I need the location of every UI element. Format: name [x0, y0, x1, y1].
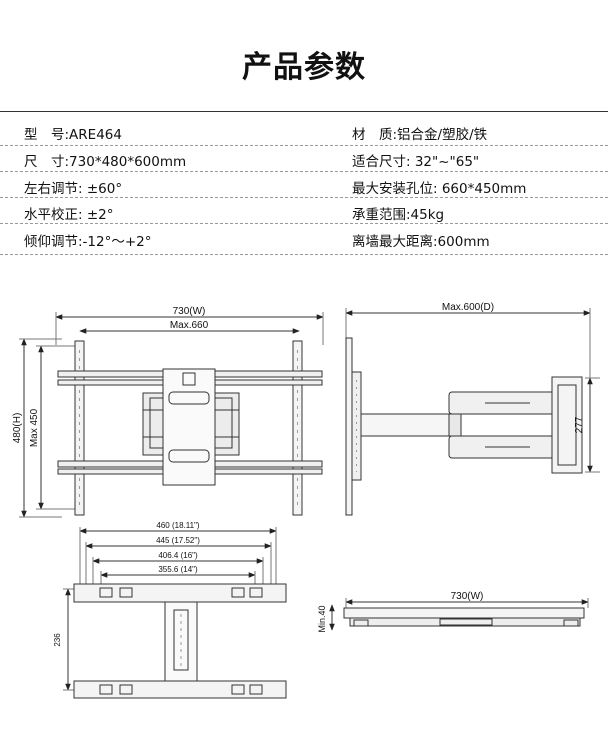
front-view-drawing	[19, 312, 324, 518]
dim-plate-355: 355.6 (14")	[158, 565, 198, 574]
row-divider	[0, 223, 608, 224]
row-divider	[0, 197, 608, 198]
spec-fit-size: 适合尺寸: 32"~"65"	[352, 154, 480, 170]
dim-front-height: 480(H)	[12, 413, 23, 444]
top-view-drawing	[329, 598, 589, 631]
side-view-drawing	[345, 308, 600, 516]
spec-max-distance: 离墙最大距离:600mm	[352, 234, 490, 250]
table-bottom-rule	[0, 254, 608, 255]
row-divider	[0, 145, 608, 146]
spec-leveling: 水平校正: ±2°	[24, 207, 114, 223]
technical-drawings: 730(W) Max.660 480(H) Max 450 Max.600(D)…	[12, 302, 600, 699]
table-top-rule	[0, 111, 608, 112]
dim-top-width: 730(W)	[451, 591, 484, 602]
dim-side-height: 277	[574, 416, 585, 433]
dim-side-depth: Max.600(D)	[442, 302, 494, 313]
dim-front-max-height: Max 450	[29, 408, 40, 447]
dim-front-max: Max.660	[170, 320, 209, 331]
dim-plate-height: 236	[53, 633, 62, 647]
spec-size: 尺 寸:730*480*600mm	[24, 154, 187, 170]
dim-plate-445: 445 (17.52")	[156, 536, 200, 545]
dim-plate-406: 406.4 (16")	[158, 551, 198, 560]
dim-top-min: Min.40	[317, 605, 327, 632]
wall-plate-drawing	[63, 527, 287, 699]
row-divider	[0, 171, 608, 172]
dim-plate-460: 460 (18.11")	[156, 521, 200, 530]
page-title: 产品参数	[242, 50, 366, 85]
spec-max-vesa: 最大安装孔位: 660*450mm	[352, 181, 527, 197]
spec-swivel: 左右调节: ±60°	[24, 181, 123, 197]
spec-tilt: 倾仰调节:-12°～+2°	[24, 234, 152, 250]
spec-material: 材 质:铝合金/塑胶/铁	[352, 127, 488, 143]
dim-front-width: 730(W)	[173, 306, 206, 317]
spec-model: 型 号:ARE464	[24, 127, 122, 143]
spec-load: 承重范围:45kg	[352, 207, 445, 223]
